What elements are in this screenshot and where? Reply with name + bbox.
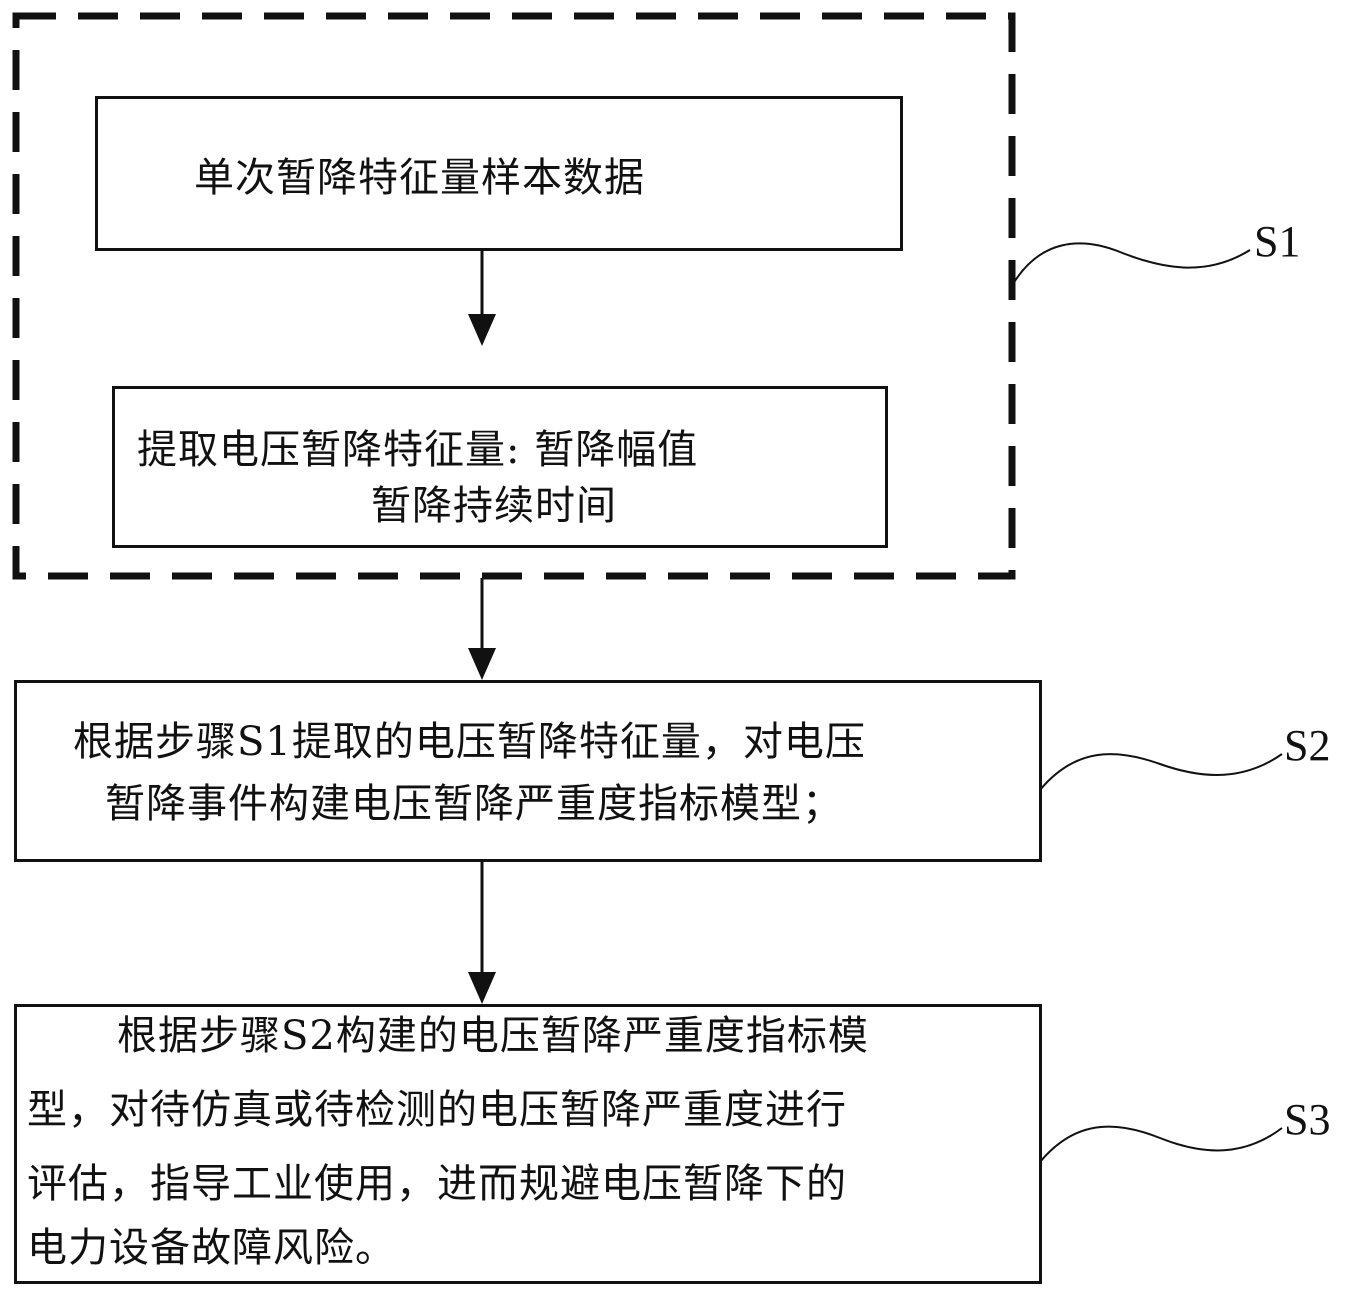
s1-dashed-frame bbox=[12, 12, 1016, 580]
s2-leader-curve bbox=[1039, 753, 1283, 791]
s1-step-label: S1 bbox=[1254, 217, 1301, 266]
s1-feature-extraction-box: 提取电压暂降特征量: 暂降幅值 暂降持续时间 bbox=[112, 386, 888, 548]
arrow-s2-to-s3-head bbox=[468, 972, 496, 1004]
s1-leader-curve bbox=[1012, 242, 1251, 285]
arrow-box1-to-box2-head bbox=[468, 314, 496, 346]
s2-severity-model-line1: 根据步骤S1提取的电压暂降特征量，对电压 bbox=[73, 719, 866, 765]
s2-severity-model-box: 根据步骤S1提取的电压暂降特征量，对电压 暂降事件构建电压暂降严重度指标模型； bbox=[14, 680, 1042, 862]
s1-sample-data-box: 单次暂降特征量样本数据 bbox=[95, 96, 903, 251]
s3-evaluation-line1: 根据步骤S2构建的电压暂降严重度指标模 bbox=[117, 1013, 869, 1059]
s3-evaluation-line4: 电力设备故障风险。 bbox=[27, 1225, 396, 1271]
s3-step-label: S3 bbox=[1284, 1095, 1331, 1144]
s3-evaluation-line3: 评估，指导工业使用，进而规避电压暂降下的 bbox=[27, 1161, 847, 1207]
s1-sample-data-text: 单次暂降特征量样本数据 bbox=[194, 155, 645, 201]
s2-severity-model-line2: 暂降事件构建电压暂降严重度指标模型； bbox=[105, 781, 843, 827]
s1-feature-extraction-line2: 暂降持续时间 bbox=[371, 483, 617, 529]
s2-step-label: S2 bbox=[1284, 721, 1331, 770]
arrow-s1-to-s2-head bbox=[468, 648, 496, 680]
s3-evaluation-box: 根据步骤S2构建的电压暂降严重度指标模 型，对待仿真或待检测的电压暂降严重度进行… bbox=[14, 1004, 1042, 1284]
s3-leader-curve bbox=[1039, 1125, 1283, 1163]
s1-feature-extraction-line1: 提取电压暂降特征量: 暂降幅值 bbox=[137, 427, 699, 473]
s3-evaluation-line2: 型，对待仿真或待检测的电压暂降严重度进行 bbox=[27, 1087, 847, 1133]
